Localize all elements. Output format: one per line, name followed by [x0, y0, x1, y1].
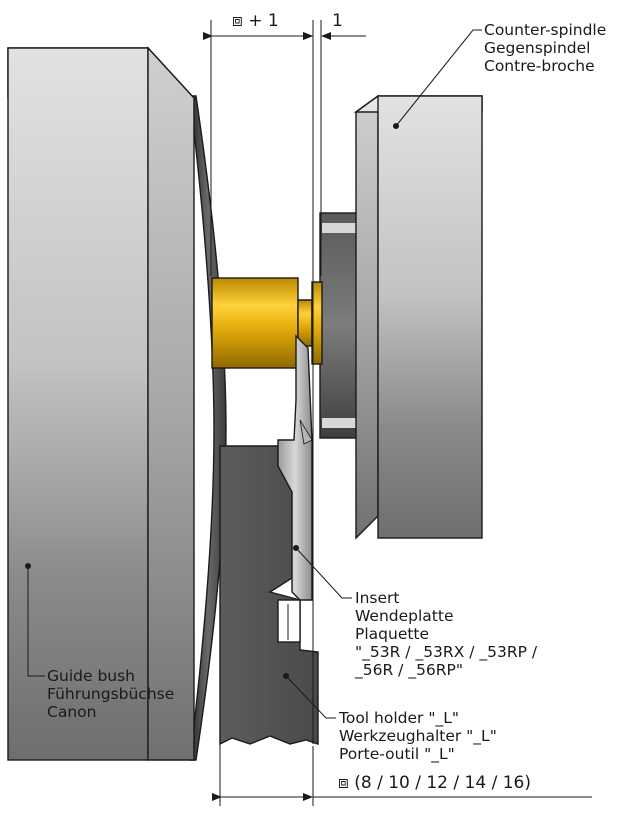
leader-counter-spindle — [393, 29, 482, 129]
counter-spindle-hub — [319, 212, 361, 439]
guide-bush-side — [147, 46, 195, 761]
counter-spindle — [353, 94, 483, 540]
cutting-insert — [277, 334, 313, 601]
guide-bush-front — [7, 47, 149, 761]
guide-bush — [7, 46, 227, 761]
dimension-bottom: ⧈ (8 / 10 / 12 / 14 / 16) — [338, 773, 531, 793]
dimension-top-left: ⧈ + 1 — [232, 11, 279, 31]
label-counter-spindle: Counter-spindle Gegenspindel Contre-broc… — [484, 21, 611, 75]
leader-guide-bush — [25, 563, 45, 677]
label-tool-holder: Tool holder "_L" Werkzeughalter "_L" Por… — [338, 709, 502, 764]
leader-insert — [293, 545, 352, 599]
label-guide-bush: Guide bush Führungsbüchse Canon — [47, 667, 179, 721]
counter-spindle-side — [355, 94, 379, 540]
counter-spindle-front — [377, 95, 483, 539]
dimension-top-right: 1 — [332, 11, 343, 31]
leader-tool-holder — [283, 673, 336, 719]
label-insert: Insert Wendeplatte Plaquette "_53R / _53… — [354, 589, 542, 680]
workpiece-bar — [211, 277, 323, 369]
